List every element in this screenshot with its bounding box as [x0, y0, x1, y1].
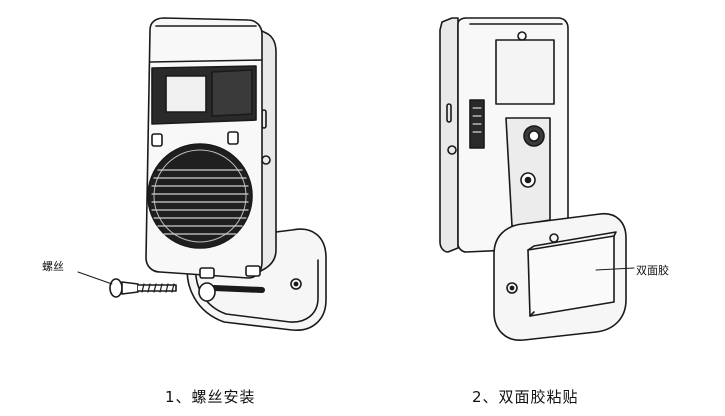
screw-label: 螺丝: [42, 260, 64, 273]
double-sided-tape-label: 双面胶: [636, 264, 669, 277]
tape-leader-line: [595, 267, 635, 271]
mounted-screw: [198, 282, 265, 302]
speaker-grille-icon: [147, 143, 253, 249]
speaker-device-left: [145, 17, 277, 279]
screw-leader-line: [77, 271, 113, 285]
step1-caption: 1、螺丝安装: [165, 388, 256, 406]
double-sided-tape-icon: [527, 231, 617, 317]
step2-caption: 2、双面胶粘贴: [472, 388, 579, 406]
bracket-hole-icon: [290, 278, 302, 290]
sensor-window-icon: [165, 75, 207, 113]
screw-icon: [109, 278, 177, 298]
speaker-device-right: [439, 17, 569, 253]
